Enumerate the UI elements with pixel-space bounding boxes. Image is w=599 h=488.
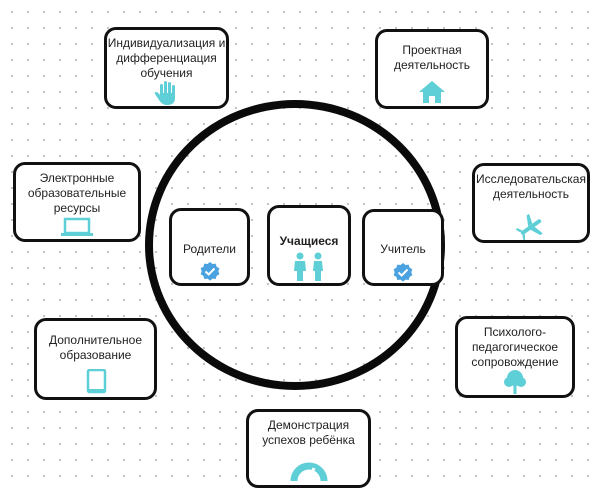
additional-education-label: Дополнительное образование <box>48 333 143 362</box>
verified-badge-icon <box>393 263 413 282</box>
home-icon <box>419 81 445 103</box>
project-label: Проектная деятельность <box>393 43 471 72</box>
gauge-icon <box>290 462 327 482</box>
people-icon <box>294 252 323 281</box>
hand-icon <box>154 81 175 105</box>
box-psych-support: Психолого-педагогическое сопровождение <box>455 316 575 398</box>
box-demonstration: Демонстрация успехов ребёнка <box>246 409 371 488</box>
tree-icon <box>504 370 526 394</box>
box-individualization: Индивидуализация и дифференциация обучен… <box>104 27 229 109</box>
students-label: Учащиеся <box>279 234 339 248</box>
individualization-label: Индивидуализация и дифференциация обучен… <box>107 36 226 80</box>
box-additional-education: Дополнительное образование <box>34 318 157 400</box>
psych-support-label: Психолого-педагогическое сопровождение <box>471 325 559 369</box>
box-e-resources: Электронные образовательные ресурсы <box>13 162 141 242</box>
airplane-icon <box>516 214 543 240</box>
box-project: Проектная деятельность <box>375 29 489 109</box>
box-teacher: Учитель <box>362 209 444 286</box>
teacher-label: Учитель <box>380 242 426 256</box>
box-students: Учащиеся <box>267 205 351 286</box>
e-resources-label: Электронные образовательные ресурсы <box>27 171 127 215</box>
verified-badge-icon <box>200 262 219 281</box>
laptop-icon <box>61 217 93 236</box>
book-icon <box>86 369 106 394</box>
demonstration-label: Демонстрация успехов ребёнка <box>262 418 355 447</box>
box-parents: Родители <box>169 208 250 286</box>
box-research: Исследовательская деятельность <box>472 163 590 243</box>
parents-label: Родители <box>183 242 236 256</box>
research-label: Исследовательская деятельность <box>476 172 586 201</box>
